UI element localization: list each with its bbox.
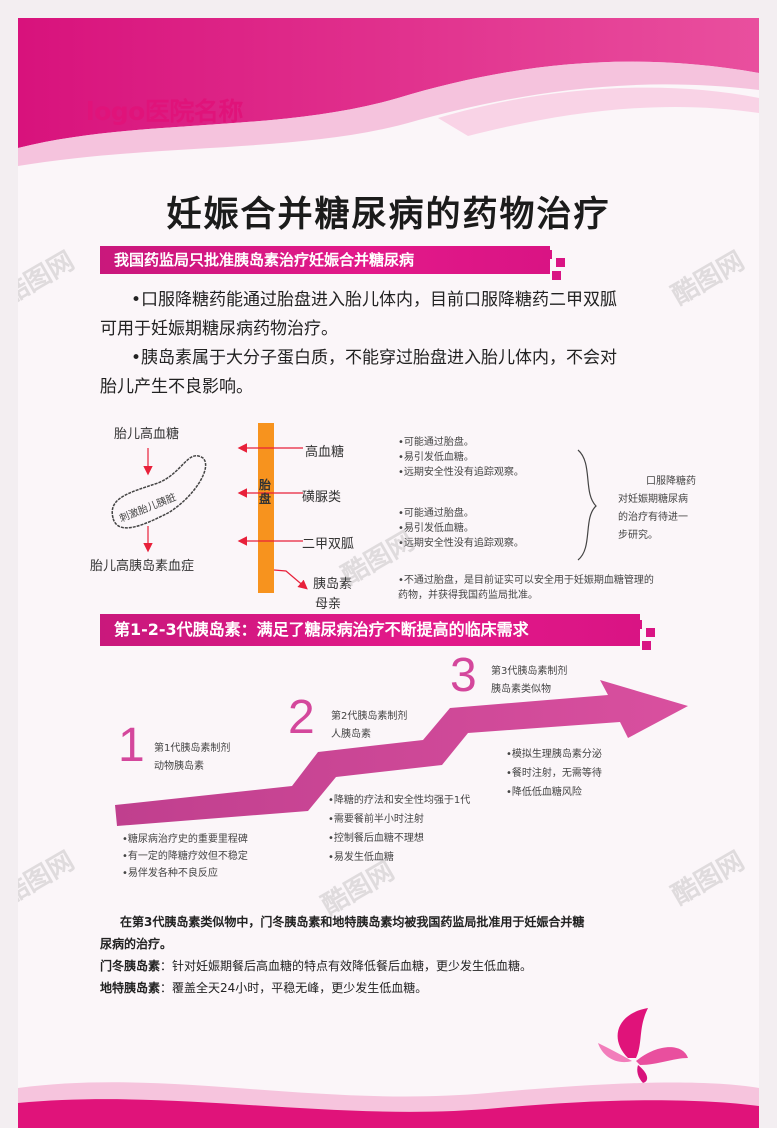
intro-line: 尿病的治疗。 bbox=[100, 937, 173, 951]
fetal-hyperinsulinemia-label: 胎儿高胰岛素血症 bbox=[90, 559, 195, 574]
note: •易引发低血糖。 bbox=[398, 452, 474, 463]
generation-number: 1 bbox=[118, 719, 145, 772]
title: 第3代胰岛素制剂 bbox=[491, 666, 568, 677]
generation-number: 2 bbox=[288, 691, 315, 744]
point: •易发生低血糖 bbox=[328, 852, 394, 863]
conclusion-line: 口服降糖药 bbox=[646, 476, 696, 487]
note: 药物，并获得我国药监局批准。 bbox=[398, 590, 538, 601]
fetal-high-glucose-label: 胎儿高血糖 bbox=[114, 427, 180, 442]
drug-label: 高血糖 bbox=[305, 445, 345, 460]
point: •降低低血糖风险 bbox=[506, 787, 582, 798]
aspart-label: 门冬胰岛素 bbox=[100, 959, 161, 973]
point: •糖尿病治疗史的重要里程碑 bbox=[122, 834, 248, 845]
conclusion-text: 口服降糖药对妊娠期糖尿病的治疗有待进一步研究。 bbox=[618, 473, 696, 545]
detemir-line: 地特胰岛素：覆盖全天24小时，平稳无峰，更少发生低血糖。 bbox=[100, 977, 700, 999]
note: •易引发低血糖。 bbox=[398, 523, 474, 534]
note: •远期安全性没有追踪观察。 bbox=[398, 467, 524, 478]
aspart-text: ：针对妊娠期餐后高血糖的特点有效降低餐后血糖，更少发生低血糖。 bbox=[160, 959, 533, 973]
paragraph-line: •口服降糖药能通过胎盘进入胎儿体内，目前口服降糖药二甲双胍 bbox=[131, 290, 618, 310]
conclusion-line: 步研究。 bbox=[618, 530, 658, 541]
point: •需要餐前半小时注射 bbox=[328, 814, 424, 825]
progress-arrow bbox=[115, 680, 688, 826]
title: 第2代胰岛素制剂 bbox=[331, 711, 408, 722]
point: •易伴发各种不良反应 bbox=[122, 868, 218, 879]
top-wave bbox=[18, 18, 759, 166]
group2-notes: •可能通过胎盘。 •易引发低血糖。 •远期安全性没有追踪观察。 bbox=[398, 506, 524, 551]
footer-text: 在第3代胰岛素类似物中，门冬胰岛素和地特胰岛素均被我国药监局批准用于妊娠合并糖 … bbox=[100, 911, 700, 999]
section2-heading: 第1-2-3代胰岛素：满足了糖尿病治疗不断提高的临床需求 bbox=[100, 614, 640, 646]
point: •餐时注射，无需等待 bbox=[506, 768, 602, 779]
point: •有一定的降糖疗效但不稳定 bbox=[122, 851, 248, 862]
placenta-diagram bbox=[111, 423, 597, 593]
drug-label: 胰岛素 bbox=[313, 577, 353, 592]
group1-notes: •可能通过胎盘。 •易引发低血糖。 •远期安全性没有追踪观察。 bbox=[398, 435, 524, 480]
drug-label: 二甲双胍 bbox=[302, 537, 355, 552]
paragraph-line: 可用于妊娠期糖尿病药物治疗。 bbox=[100, 319, 338, 339]
mother-label: 母亲 bbox=[315, 597, 342, 612]
generation-title: 第2代胰岛素制剂人胰岛素 bbox=[331, 708, 407, 744]
generation-title: 第3代胰岛素制剂胰岛素类似物 bbox=[491, 663, 567, 699]
butterfly-icon bbox=[598, 1008, 688, 1083]
conclusion-line: 对妊娠期糖尿病 bbox=[618, 494, 688, 505]
note: •不通过胎盘，是目前证实可以安全用于妊娠期血糖管理的 bbox=[398, 575, 654, 586]
paragraph-line: •胰岛素属于大分子蛋白质，不能穿过胎盘进入胎儿体内，不会对 bbox=[131, 348, 618, 368]
note: •可能通过胎盘。 bbox=[398, 437, 474, 448]
generation-number: 3 bbox=[450, 649, 477, 702]
section1-heading: 我国药监局只批准胰岛素治疗妊娠合并糖尿病 bbox=[100, 246, 550, 274]
title: 第1代胰岛素制剂 bbox=[154, 743, 231, 754]
subtitle: 人胰岛素 bbox=[331, 729, 371, 740]
note: •可能通过胎盘。 bbox=[398, 508, 474, 519]
detemir-text: ：覆盖全天24小时，平稳无峰，更少发生低血糖。 bbox=[160, 981, 428, 995]
drug-label: 磺脲类 bbox=[302, 490, 342, 505]
generation-points: •糖尿病治疗史的重要里程碑 •有一定的降糖疗效但不稳定 •易伴发各种不良反应 bbox=[122, 831, 248, 882]
generation-points: •模拟生理胰岛素分泌 •餐时注射，无需等待 •降低低血糖风险 bbox=[506, 745, 602, 802]
point: •模拟生理胰岛素分泌 bbox=[506, 749, 602, 760]
note: •远期安全性没有追踪观察。 bbox=[398, 538, 524, 549]
aspart-line: 门冬胰岛素：针对妊娠期餐后高血糖的特点有效降低餐后血糖，更少发生低血糖。 bbox=[100, 955, 700, 977]
paragraph-line: 胎儿产生不良影响。 bbox=[100, 377, 253, 397]
insulin-note: •不通过胎盘，是目前证实可以安全用于妊娠期血糖管理的药物，并获得我国药监局批准。 bbox=[398, 573, 654, 603]
point: •控制餐后血糖不理想 bbox=[328, 833, 424, 844]
generation-title: 第1代胰岛素制剂动物胰岛素 bbox=[154, 740, 230, 776]
bottom-wave bbox=[18, 1082, 759, 1128]
subtitle: 胰岛素类似物 bbox=[491, 684, 551, 695]
hospital-logo: logo医院名称 bbox=[86, 97, 243, 126]
intro-line: 在第3代胰岛素类似物中，门冬胰岛素和地特胰岛素均被我国药监局批准用于妊娠合并糖 bbox=[120, 915, 585, 929]
conclusion-line: 的治疗有待进一 bbox=[618, 512, 688, 523]
generation-points: •降糖的疗法和安全性均强于1代 •需要餐前半小时注射 •控制餐后血糖不理想 •易发生低… bbox=[328, 791, 470, 867]
subtitle: 动物胰岛素 bbox=[154, 761, 204, 772]
placenta-label: 胎盘 bbox=[259, 478, 272, 506]
page-title: 妊娠合并糖尿病的药物治疗 bbox=[166, 195, 611, 235]
point: •降糖的疗法和安全性均强于1代 bbox=[328, 795, 471, 806]
detemir-label: 地特胰岛素 bbox=[100, 981, 161, 995]
poster: logo医院名称 妊娠合并糖尿病的药物治疗 我国药监局只批准胰岛素治疗妊娠合并糖… bbox=[18, 18, 759, 1128]
